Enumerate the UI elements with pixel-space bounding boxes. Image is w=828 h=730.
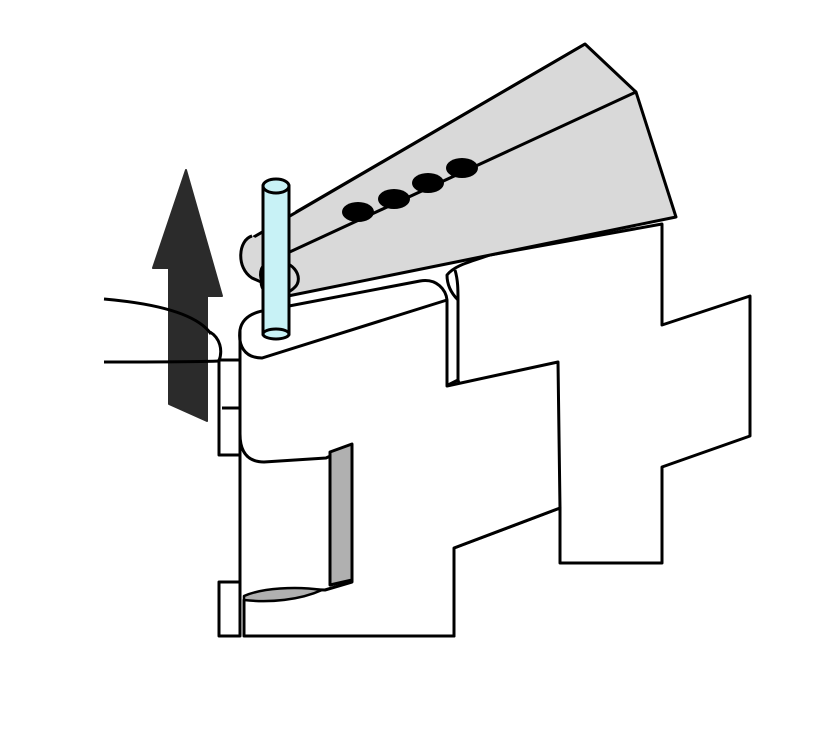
left-flap-curve-bottom bbox=[103, 330, 223, 364]
blade-hole-2 bbox=[378, 189, 410, 209]
pin-icon bbox=[261, 177, 291, 341]
blade-hole-4 bbox=[446, 158, 478, 178]
up-arrow-icon bbox=[152, 169, 223, 422]
blade-hole-1 bbox=[342, 202, 374, 222]
bottom-curl-shadow bbox=[242, 586, 324, 603]
middle-panel-fold bbox=[238, 298, 448, 360]
right-panel bbox=[444, 222, 752, 638]
middle-panel-shadow bbox=[328, 442, 354, 587]
edge-strip bbox=[217, 358, 242, 638]
blade-hole-3 bbox=[412, 173, 444, 193]
left-flap-curve-top bbox=[103, 297, 213, 335]
blade-top-edge bbox=[295, 42, 586, 214]
blade-edge bbox=[267, 90, 637, 264]
